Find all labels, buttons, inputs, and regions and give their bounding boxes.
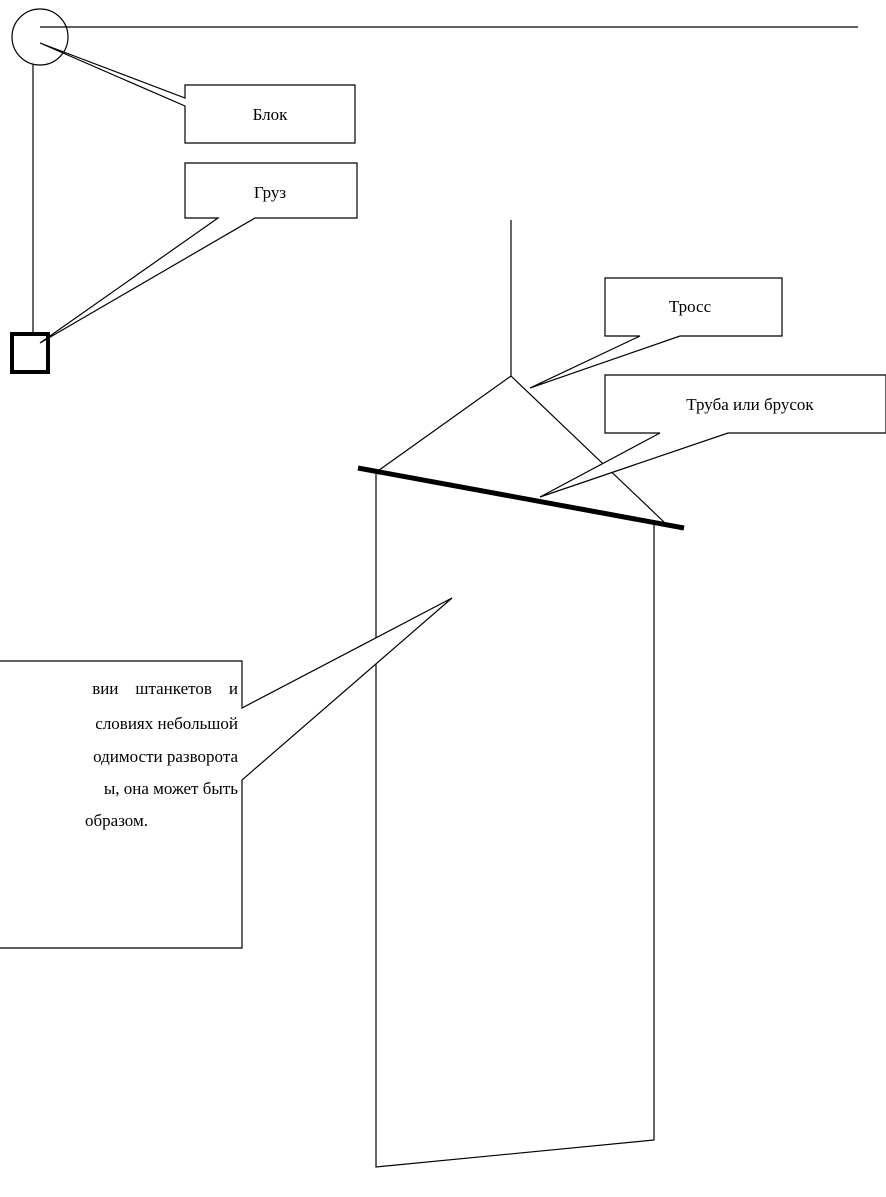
note-line-4: ы, она может быть: [104, 779, 238, 798]
pipe-label: Труба или брусок: [686, 395, 814, 414]
block-label: Блок: [253, 105, 289, 124]
note-line-3: одимости разворота: [93, 747, 238, 766]
note-line-1: вии штанкетов и: [92, 679, 238, 698]
pipe-beam: [357, 465, 685, 531]
cable-callout: Тросс: [529, 277, 783, 389]
cable-left-leg: [374, 375, 512, 474]
note-line-5: образом.: [85, 811, 148, 830]
curtain-panel: [375, 474, 655, 1168]
cable-right-leg: [510, 375, 665, 523]
cable-label: Тросс: [669, 297, 712, 316]
pipe-callout: Труба или брусок: [539, 374, 886, 498]
block-callout: Блок: [39, 42, 356, 144]
load-weight: [10, 332, 50, 374]
pulley-block: [11, 8, 69, 66]
load-callout: Груз: [39, 162, 358, 344]
note-callout: вии штанкетов и словиях небольшой одимос…: [0, 597, 453, 949]
load-label: Груз: [254, 183, 287, 202]
note-line-2: словиях небольшой: [95, 714, 238, 733]
